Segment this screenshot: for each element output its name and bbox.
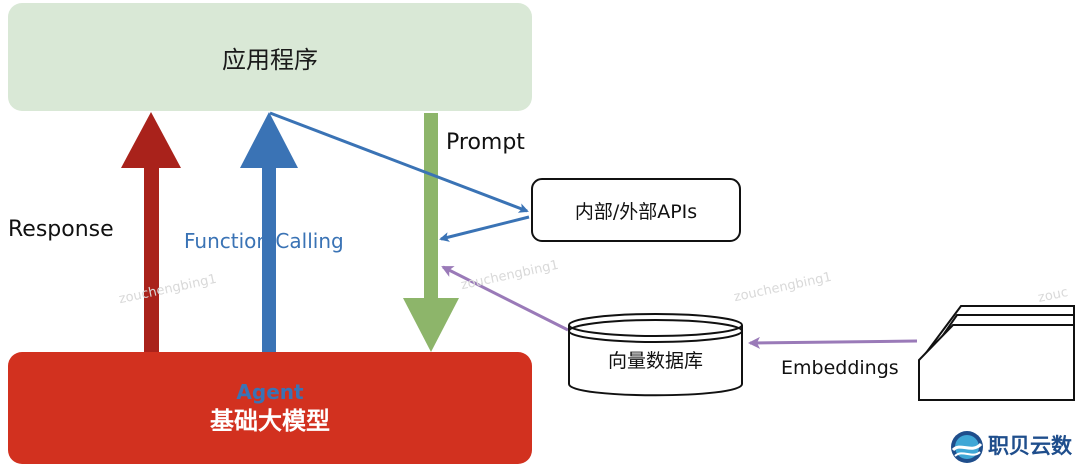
brand-logo-icon bbox=[951, 431, 983, 463]
prompt-arrow bbox=[403, 113, 459, 352]
apis-node: 内部/外部APIs bbox=[531, 178, 741, 242]
brand: 职贝云数 bbox=[950, 428, 1072, 462]
docs-to-vectordb-connector bbox=[748, 336, 918, 349]
response-arrow bbox=[121, 112, 181, 353]
prompt-label: Prompt bbox=[446, 130, 525, 155]
document-stack-icon bbox=[918, 305, 1075, 401]
vectordb-to-prompt-connector bbox=[441, 265, 569, 332]
application-node: 应用程序 bbox=[8, 3, 532, 111]
apis-label: 内部/外部APIs bbox=[574, 200, 698, 223]
apis-to-prompt-connector bbox=[439, 215, 530, 242]
foundation-model-label: 基础大模型 bbox=[210, 407, 330, 435]
foundation-model-node: Agent 基础大模型 bbox=[8, 352, 532, 464]
agent-label: Agent bbox=[236, 380, 304, 404]
brand-logo-spacer bbox=[950, 428, 984, 462]
brand-name: 职贝云数 bbox=[988, 434, 1072, 458]
vector-db-label: 向量数据库 bbox=[607, 350, 703, 372]
application-label: 应用程序 bbox=[222, 45, 318, 74]
app-to-apis-connector bbox=[269, 111, 529, 213]
function-calling-label: Function Calling bbox=[184, 229, 344, 253]
function-calling-arrow bbox=[240, 112, 298, 353]
vector-db-cylinder bbox=[568, 313, 743, 397]
embeddings-label: Embeddings bbox=[781, 357, 899, 379]
response-label: Response bbox=[8, 217, 114, 242]
